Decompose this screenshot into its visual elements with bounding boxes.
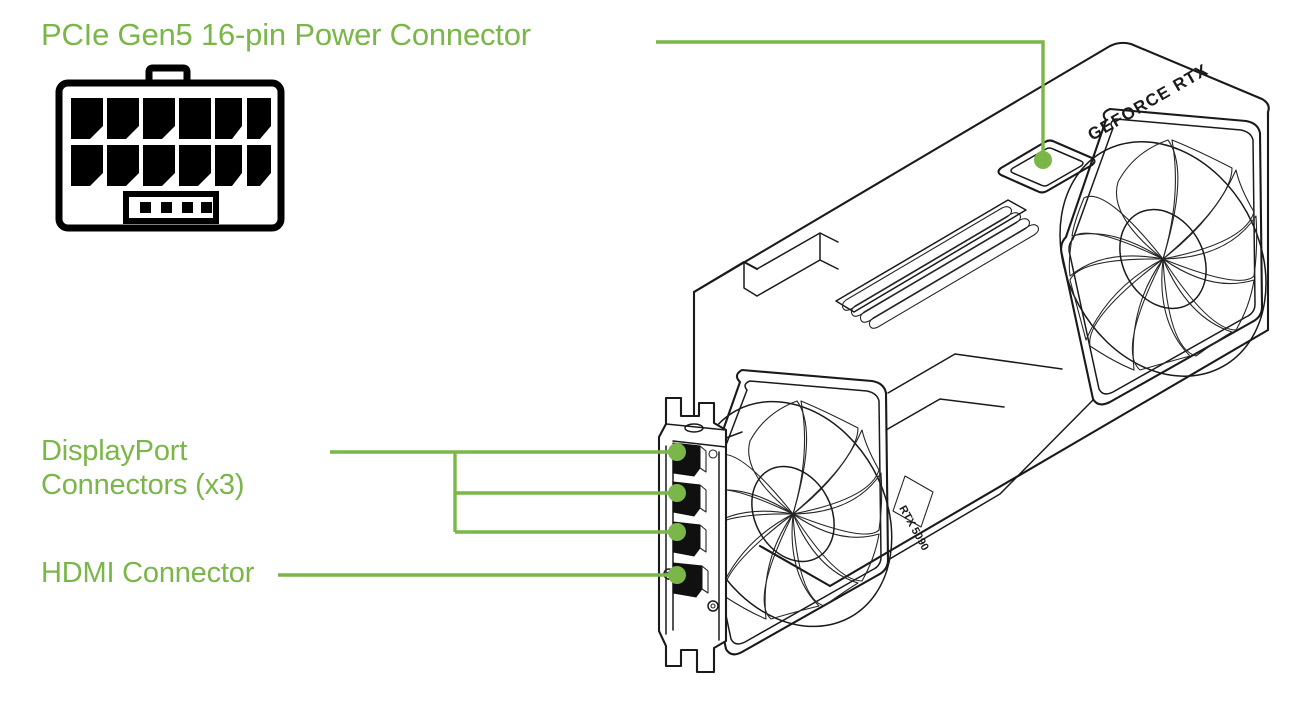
pcb-edge — [725, 431, 743, 439]
connector-main-pins — [71, 98, 271, 186]
leader-dot-power — [1034, 151, 1052, 169]
callout-label-hdmi: HDMI Connector — [41, 557, 255, 589]
card-shroud — [692, 41, 1270, 588]
callout-label-power: PCIe Gen5 16-pin Power Connector — [41, 17, 531, 52]
callout-label-displayport: DisplayPort Connectors (x3) — [41, 434, 245, 502]
io-bracket — [657, 396, 728, 674]
leader-power — [656, 40, 1052, 169]
leader-dot-dp3 — [668, 523, 686, 541]
leader-dot-dp2 — [668, 484, 686, 502]
callout-label-displayport-line1: DisplayPort — [41, 435, 188, 467]
leader-dot-hdmi — [668, 566, 686, 584]
leader-dot-dp1 — [668, 443, 686, 461]
leader-displayport — [330, 443, 686, 541]
power-connector-socket — [997, 139, 1096, 194]
callout-label-displayport-line2: Connectors (x3) — [41, 469, 245, 502]
connector-outline — [55, 64, 285, 232]
fan-right — [1059, 107, 1267, 406]
shroud-bridge — [885, 353, 1094, 561]
connector-sideband-pins — [140, 202, 212, 213]
top-vent-panel — [835, 199, 1040, 329]
leader-hdmi — [278, 566, 686, 584]
